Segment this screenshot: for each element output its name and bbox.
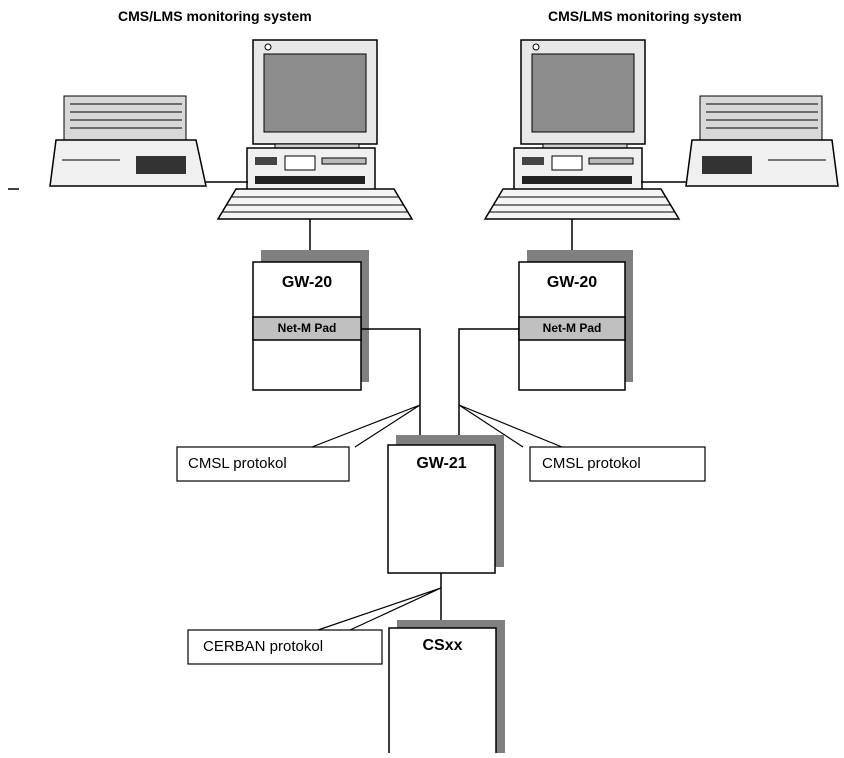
left-system-title: CMS/LMS monitoring system xyxy=(118,8,312,24)
gw21-label: GW-21 xyxy=(416,455,467,472)
right-workstation-icon xyxy=(483,39,681,220)
cerban-callout-text: CERBAN protokol xyxy=(203,638,324,655)
right-cmsl-pointer xyxy=(458,404,563,448)
left-cmsl-callout-box xyxy=(176,446,350,482)
left-cmsl-pointer xyxy=(311,404,421,448)
right-gw20-label: GW-20 xyxy=(546,274,598,291)
left-gw20-to-gw21-link xyxy=(361,328,421,445)
right-printer-icon xyxy=(685,95,839,187)
left-workstation-icon xyxy=(216,39,414,220)
csxx-box xyxy=(388,627,497,758)
gw21-box xyxy=(387,444,496,574)
right-cmsl-callout-box xyxy=(529,446,706,482)
right-system-title: CMS/LMS monitoring system xyxy=(548,8,742,24)
csxx-label: CSxx xyxy=(422,637,463,654)
left-printer-icon xyxy=(49,95,207,187)
left-cmsl-callout-text: CMSL protokol xyxy=(188,455,287,472)
cerban-pointer xyxy=(317,587,442,631)
right-net-m-pad-label: Net-M Pad xyxy=(542,321,602,335)
right-gw20-to-gw21-link xyxy=(458,328,519,445)
left-gw20-label: GW-20 xyxy=(281,274,333,291)
right-cmsl-callout-text: CMSL protokol xyxy=(542,455,641,472)
left-net-m-pad-label: Net-M Pad xyxy=(277,321,337,335)
cerban-callout-box xyxy=(187,629,383,665)
